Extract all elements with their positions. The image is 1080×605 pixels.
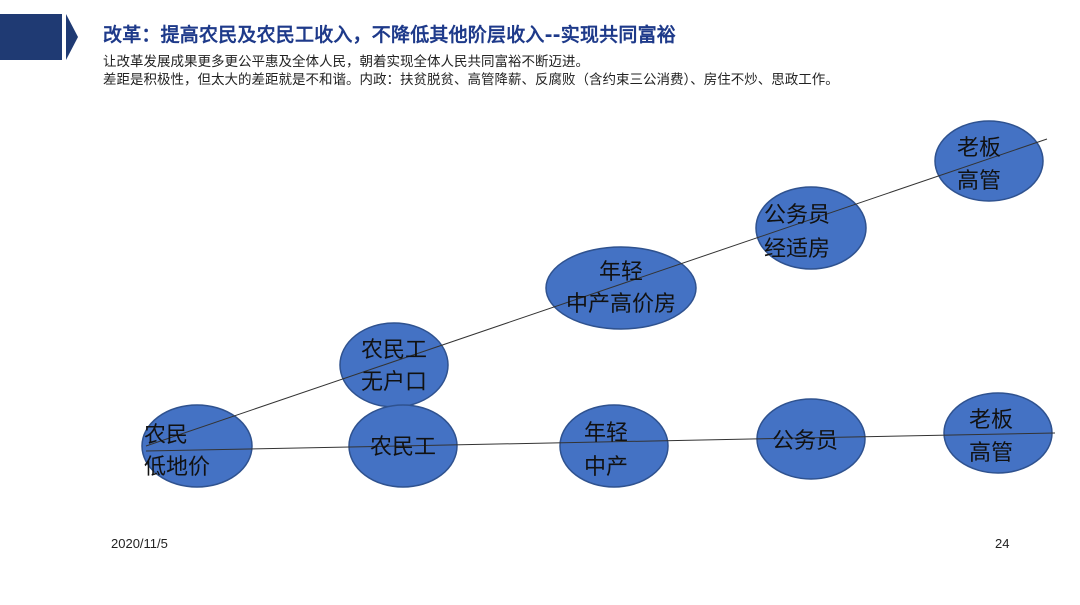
node-rising-2 bbox=[545, 246, 697, 330]
rising-4-line1: 老板 bbox=[957, 136, 1001, 161]
slide-page-number: 24 bbox=[995, 536, 1010, 551]
rising-2-line2: 中产高价房 bbox=[566, 292, 676, 317]
rising-1-line1: 农民工 bbox=[361, 338, 427, 363]
node-rising-4 bbox=[934, 120, 1044, 202]
rising-2-line1: 年轻 bbox=[599, 260, 643, 285]
flat-5-line1: 老板 bbox=[969, 408, 1013, 433]
flat-1-line2: 低地价 bbox=[144, 455, 210, 480]
rising-trend-line bbox=[145, 138, 1048, 447]
flat-2-line1: 农民工 bbox=[370, 435, 436, 460]
flat-5-line2: 高管 bbox=[969, 441, 1013, 466]
flat-1-line1: 农民 bbox=[144, 423, 188, 448]
flat-4-line1: 公务员 bbox=[772, 429, 838, 454]
slide-body: 让改革发展成果更多更公平惠及全体人民，朝着实现全体人民共同富裕不断迈进。 差距是… bbox=[103, 53, 893, 89]
flat-trend-line bbox=[145, 432, 1056, 452]
body-paragraph-2: 差距是积极性，但太大的差距就是不和谐。内政：扶贫脱贫、高管降薪、反腐败（含约束三… bbox=[103, 72, 839, 88]
node-flat-3 bbox=[559, 404, 669, 488]
flat-3-line1: 年轻 bbox=[584, 421, 628, 446]
slide-title: 改革：提高农民及农民工收入，不降低其他阶层收入--实现共同富裕 bbox=[103, 24, 676, 46]
flat-3-line2: 中产 bbox=[584, 455, 628, 480]
rising-4-line2: 高管 bbox=[957, 169, 1001, 194]
body-paragraph-1: 让改革发展成果更多更公平惠及全体人民，朝着实现全体人民共同富裕不断迈进。 bbox=[103, 54, 589, 70]
node-flat-1 bbox=[141, 404, 253, 488]
rising-3-line1: 公务员 bbox=[764, 203, 830, 228]
rising-1-line2: 无户口 bbox=[361, 370, 427, 395]
corner-tab-decoration bbox=[0, 14, 78, 60]
node-rising-3 bbox=[755, 186, 867, 270]
rising-3-line2: 经适房 bbox=[764, 237, 830, 262]
slide-date: 2020/11/5 bbox=[111, 536, 168, 551]
